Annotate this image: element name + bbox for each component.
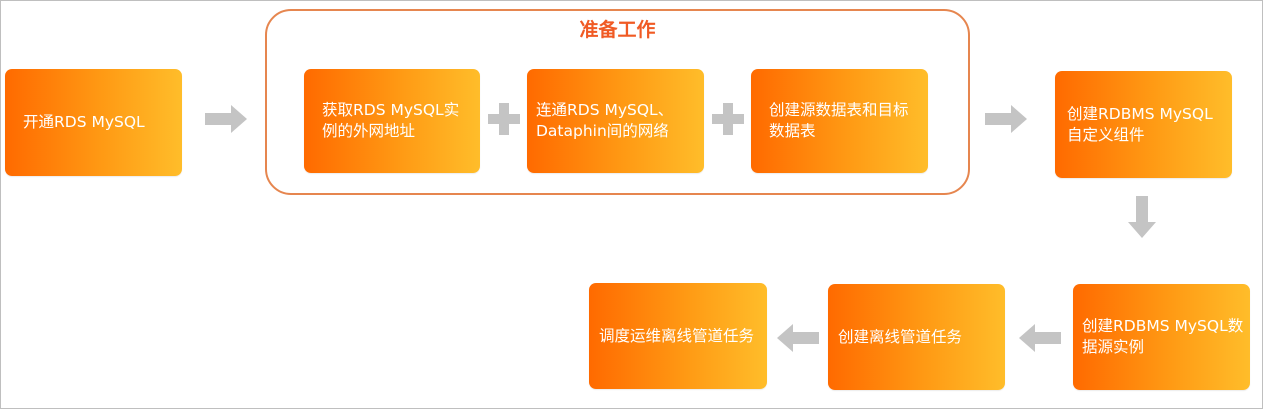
step-schedule-offline-task: 调度运维离线管道任务 [589, 283, 767, 389]
step-create-tables-label: 创建源数据表和目标数据表 [769, 101, 909, 140]
preparation-group [265, 9, 970, 195]
step-create-component: 创建RDBMS MySQL自定义组件 [1055, 71, 1232, 178]
step-create-datasource-label: 创建RDBMS MySQL数据源实例 [1082, 317, 1244, 356]
arrow-icon [985, 105, 1027, 133]
step-get-address: 获取RDS MySQL实例的外网地址 [304, 69, 480, 173]
arrow-icon [205, 105, 247, 133]
step-connect-network: 连通RDS MySQL、Dataphin间的网络 [527, 69, 704, 173]
plus-icon [488, 103, 520, 135]
step-create-component-label: 创建RDBMS MySQL自定义组件 [1067, 104, 1213, 144]
step-create-offline-task-label: 创建离线管道任务 [838, 327, 963, 346]
plus-icon [712, 103, 744, 135]
step-create-offline-task: 创建离线管道任务 [828, 284, 1005, 390]
step-create-datasource: 创建RDBMS MySQL数据源实例 [1073, 284, 1250, 390]
preparation-group-title: 准备工作 [579, 19, 656, 41]
step-create-tables: 创建源数据表和目标数据表 [751, 69, 928, 173]
step-open-rds-label: 开通RDS MySQL [23, 113, 145, 131]
arrow-icon [1019, 324, 1061, 352]
step-schedule-offline-task-label: 调度运维离线管道任务 [599, 326, 755, 345]
step-open-rds: 开通RDS MySQL [5, 69, 182, 176]
step-connect-network-label: 连通RDS MySQL、Dataphin间的网络 [536, 101, 674, 140]
step-get-address-label: 获取RDS MySQL实例的外网地址 [322, 101, 460, 140]
arrow-icon [1128, 196, 1156, 238]
arrow-icon [777, 324, 819, 352]
